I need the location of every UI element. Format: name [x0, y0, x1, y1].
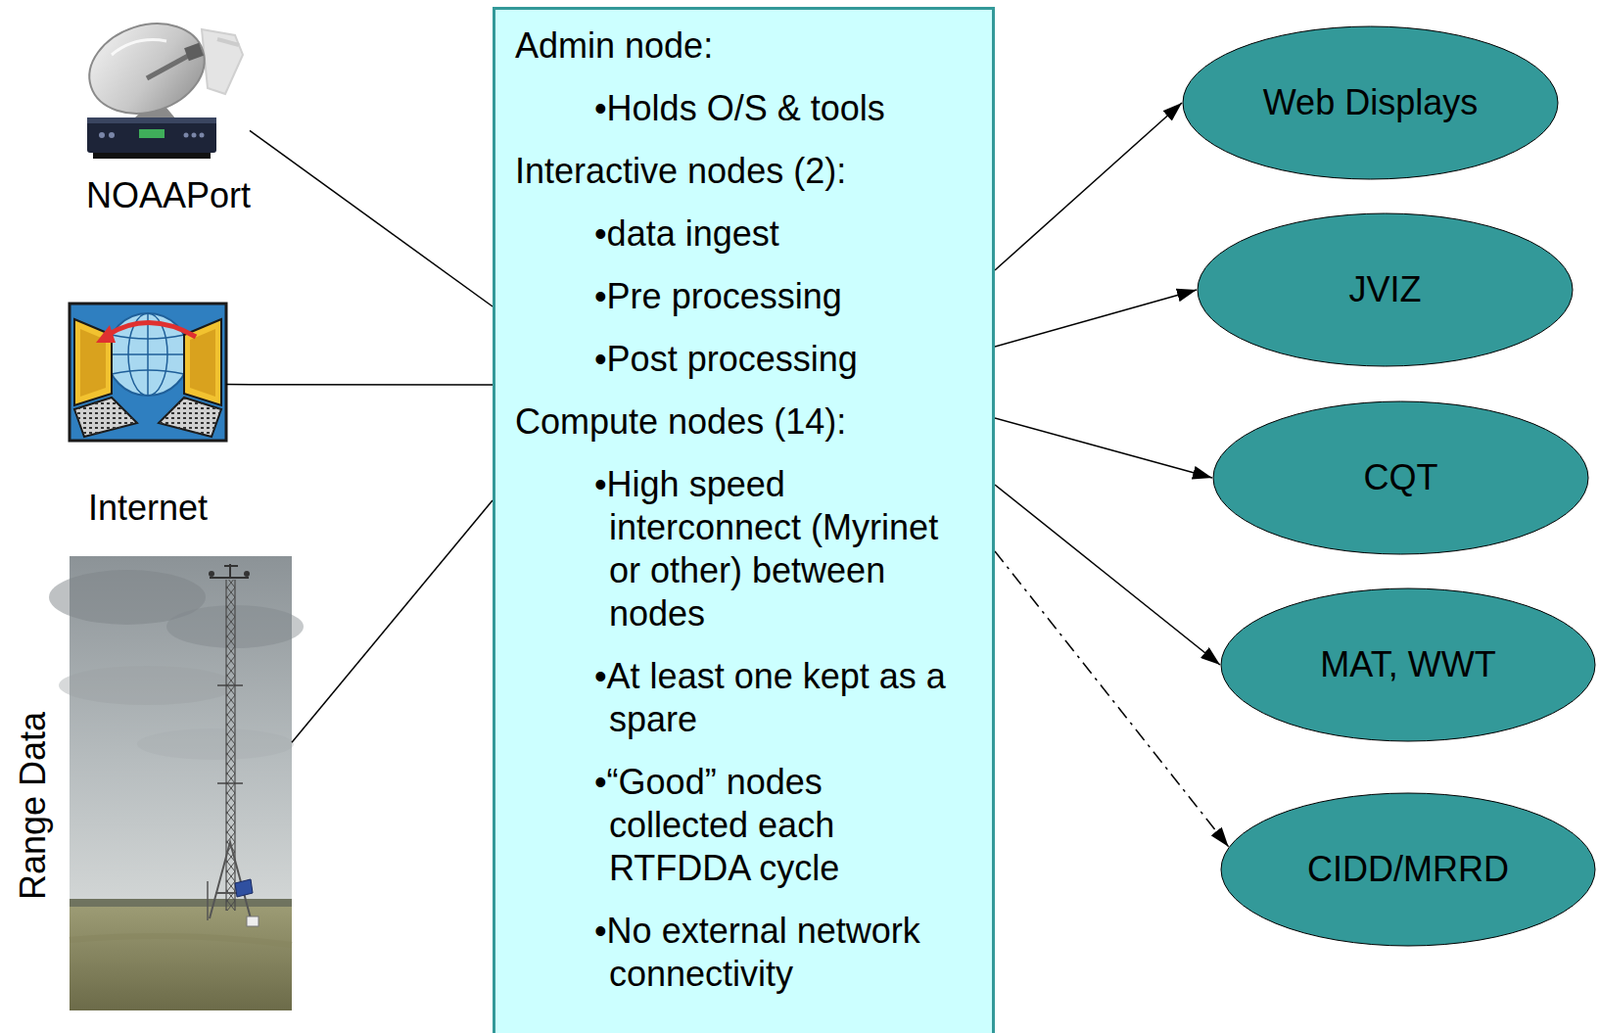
- output-ellipse: CIDD/MRRD: [1220, 792, 1597, 947]
- output-label: CIDD/MRRD: [1307, 847, 1509, 892]
- satellite-receiver-illustration: [87, 117, 217, 153]
- dashed-connector: [994, 551, 1229, 848]
- weather-tower-photo: [217, 684, 243, 687]
- satellite-receiver-illustration: [111, 40, 167, 55]
- satellite-receiver-illustration: [201, 29, 243, 95]
- satellite-receiver-illustration: [184, 43, 204, 62]
- source-label: NOAAPort: [86, 174, 251, 218]
- connector: [291, 500, 493, 743]
- ellipse-shape: [1213, 401, 1589, 555]
- weather-tower-photo: [209, 842, 251, 919]
- internet-icon: [95, 325, 116, 343]
- data-source: Range Data: [69, 556, 292, 1011]
- internet-icon: [158, 397, 222, 437]
- internet-icon: [106, 353, 189, 356]
- satellite-receiver-illustration: [139, 129, 165, 139]
- bullet-item: •No external network connectivity: [609, 909, 964, 996]
- weather-tower-photo: [217, 782, 243, 785]
- connector: [994, 418, 1213, 478]
- satellite-receiver-illustration: [93, 152, 211, 159]
- weather-tower-photo: [243, 570, 250, 577]
- output-label: MAT, WWT: [1319, 643, 1496, 687]
- satellite-receiver-illustration: [77, 9, 216, 129]
- connector: [226, 383, 493, 386]
- weather-tower-photo: [206, 881, 209, 921]
- ellipse-shape: [1221, 793, 1596, 946]
- satellite-receiver-illustration: [146, 54, 190, 79]
- weather-tower-photo: [69, 936, 292, 945]
- output-ellipse: Web Displays: [1181, 25, 1559, 181]
- satellite-receiver-illustration: [87, 117, 217, 124]
- source-label: Range Data: [11, 711, 55, 900]
- weather-tower-photo: [69, 906, 292, 1011]
- ellipse-shape: [1197, 213, 1573, 367]
- bullet-item: •High speed interconnect (Myrinet or oth…: [609, 463, 964, 636]
- satellite-receiver-illustration: [184, 133, 189, 139]
- bullet-item: •Pre processing: [609, 275, 964, 319]
- output-label: CQT: [1364, 456, 1439, 500]
- satellite-receiver-illustration: [199, 133, 205, 139]
- connector: [994, 102, 1182, 271]
- internet-icon: [107, 322, 196, 337]
- satellite-receiver-illustration: [191, 133, 197, 139]
- bullet-item: •At least one kept as a spare: [609, 655, 964, 742]
- source-label: Internet: [88, 486, 208, 530]
- ellipse-shape: [1221, 588, 1596, 742]
- weather-tower-photo: [246, 916, 259, 927]
- internet-icon: [74, 397, 138, 437]
- section-heading: Interactive nodes (2):: [515, 149, 992, 193]
- satellite-receiver-illustration: [108, 132, 115, 139]
- weather-tower-photo: [226, 579, 236, 911]
- output-ellipse: MAT, WWT: [1220, 587, 1597, 743]
- satellite-receiver-illustration: [98, 132, 105, 139]
- bullet-item: •Holds O/S & tools: [609, 87, 964, 131]
- weather-tower-photo: [137, 728, 294, 760]
- output-ellipse: CQT: [1212, 400, 1590, 556]
- internet-icon: [158, 397, 222, 437]
- weather-tower-photo: [224, 564, 238, 578]
- cluster-box: Admin node: •Holds O/S & toolsInteractive…: [492, 6, 995, 1033]
- ellipse-shape: [1182, 26, 1558, 180]
- section-heading: Admin node:: [515, 24, 992, 68]
- weather-tower-photo: [208, 570, 215, 577]
- output-label: JVIZ: [1348, 268, 1421, 312]
- internet-icon: [69, 303, 227, 441]
- connector: [994, 289, 1197, 347]
- bullet-item: •“Good” nodes collected each RTFDDA cycl…: [609, 760, 964, 891]
- satellite-receiver-illustration: [217, 39, 239, 46]
- internet-icon: [74, 397, 138, 437]
- internet-icon: [189, 329, 216, 397]
- internet-icon: [111, 334, 185, 375]
- connector: [249, 130, 493, 307]
- weather-tower-photo: [48, 556, 304, 1011]
- connector: [994, 484, 1221, 665]
- output-ellipse: JVIZ: [1196, 212, 1574, 368]
- data-source: NOAAPort: [87, 20, 250, 164]
- bullet-item: •data ingest: [609, 212, 964, 256]
- internet-icon: [69, 303, 227, 441]
- weather-tower-photo: [58, 665, 236, 706]
- output-label: Web Displays: [1263, 81, 1478, 125]
- satellite-receiver-illustration: [77, 9, 243, 159]
- data-source: Internet: [69, 303, 227, 441]
- bullet-item: •Post processing: [609, 337, 964, 381]
- weather-tower-photo: [235, 879, 253, 897]
- section-heading: Compute nodes (14):: [515, 400, 992, 444]
